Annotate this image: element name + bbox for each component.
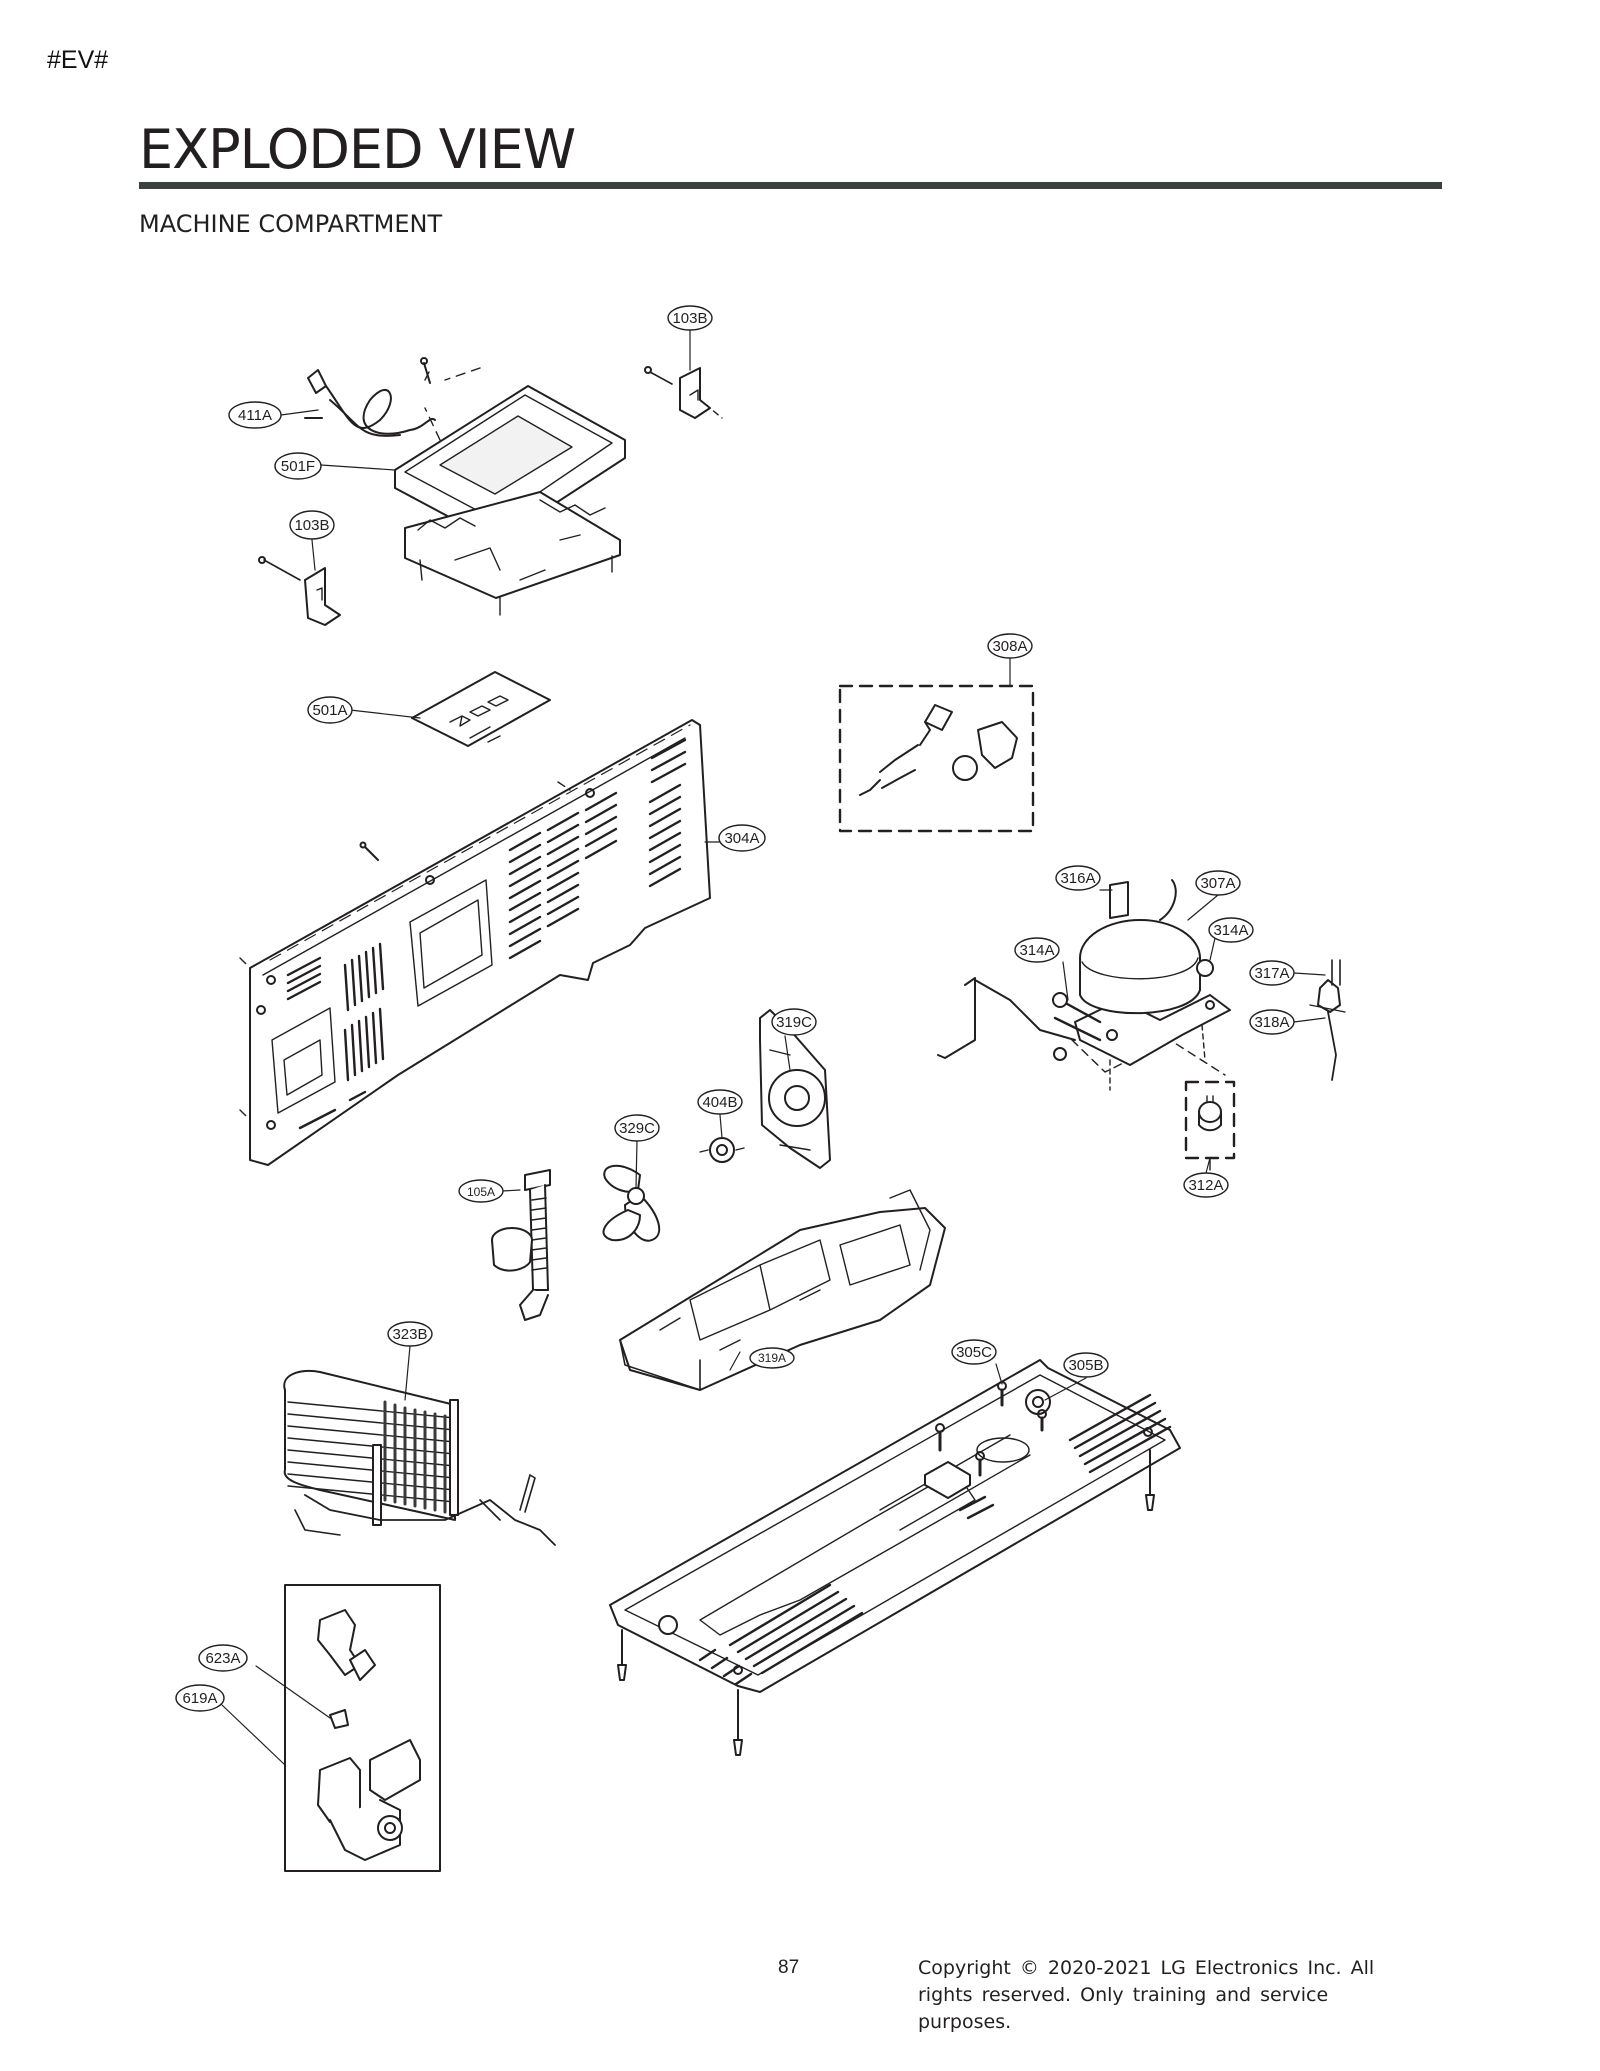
svg-text:404B: 404B — [702, 1094, 737, 1111]
svg-text:317A: 317A — [1254, 965, 1289, 982]
callout: 623A — [198, 1644, 248, 1672]
svg-text:312A: 312A — [1188, 1177, 1223, 1194]
callout: 411A — [228, 401, 282, 429]
svg-text:501F: 501F — [281, 458, 315, 475]
callout: 329C — [614, 1114, 660, 1142]
svg-text:103B: 103B — [672, 310, 707, 327]
drain-hose-part — [491, 1169, 551, 1321]
svg-text:623A: 623A — [205, 1650, 240, 1667]
svg-text:305B: 305B — [1068, 1357, 1103, 1374]
overload-protector-part — [1309, 959, 1346, 1081]
callout: 501A — [307, 696, 353, 724]
svg-text:319C: 319C — [776, 1014, 812, 1031]
callout: 319C — [771, 1008, 817, 1036]
callout: 307A — [1195, 870, 1241, 896]
page-title: EXPLODED VIEW — [139, 118, 576, 181]
callout: 305C — [951, 1339, 997, 1365]
callout: 501F — [274, 452, 322, 480]
svg-text:308A: 308A — [992, 638, 1027, 655]
copyright-notice: Copyright © 2020-2021 LG Electronics Inc… — [918, 1957, 1375, 2033]
svg-text:411A: 411A — [238, 407, 272, 424]
fan-motor-part — [699, 1137, 745, 1163]
callout: 317A — [1249, 960, 1295, 986]
svg-text:304A: 304A — [724, 830, 759, 847]
callout: 318A — [1249, 1009, 1295, 1035]
title-rule — [139, 182, 1442, 189]
callout: 314A — [1014, 937, 1060, 963]
svg-text:307A: 307A — [1200, 875, 1235, 892]
section-subtitle: MACHINE COMPARTMENT — [139, 210, 443, 238]
callout: 103B — [667, 305, 713, 331]
svg-text:305C: 305C — [956, 1344, 992, 1361]
callout: 619A — [175, 1684, 225, 1712]
relay-kit-part — [838, 684, 1035, 833]
bracket-upper-part — [644, 366, 723, 419]
rear-panel-part — [239, 719, 711, 1166]
base-plate-part — [609, 1359, 1181, 1756]
svg-text:323B: 323B — [392, 1326, 427, 1343]
svg-text:316A: 316A — [1060, 870, 1095, 887]
svg-text:314A: 314A — [1019, 942, 1054, 959]
compressor-part — [937, 879, 1231, 1091]
callout: 319A — [749, 1347, 795, 1369]
machine-tray-part — [619, 1189, 946, 1391]
callout: 316A — [1055, 865, 1101, 891]
callout: 105A — [458, 1179, 504, 1203]
svg-text:103B: 103B — [294, 517, 329, 534]
callout: 305B — [1063, 1352, 1109, 1378]
control-box-base-part — [404, 491, 621, 616]
water-valve-kit-part — [284, 1584, 441, 1872]
insulation-pad-part — [411, 671, 551, 747]
svg-text:329C: 329C — [619, 1120, 655, 1137]
svg-text:501A: 501A — [312, 702, 347, 719]
control-box-cover-part — [394, 385, 626, 543]
svg-text:319A: 319A — [758, 1351, 786, 1365]
svg-text:619A: 619A — [182, 1690, 217, 1707]
svg-text:105A: 105A — [467, 1185, 495, 1199]
bracket-lower-part — [258, 556, 341, 626]
callout: 304A — [718, 824, 766, 852]
power-cord-part — [304, 369, 436, 437]
page-number: 87 — [778, 1957, 800, 1978]
callout: 314A — [1208, 917, 1254, 943]
callout: 404B — [697, 1089, 743, 1115]
grommet-kit-part — [1184, 1080, 1236, 1171]
svg-text:318A: 318A — [1254, 1014, 1289, 1031]
callout: 312A — [1183, 1172, 1229, 1198]
fan-blade-part — [602, 1164, 661, 1242]
callout: 103B — [289, 510, 335, 540]
callout: 308A — [987, 633, 1033, 659]
svg-text:314A: 314A — [1213, 922, 1248, 939]
condenser-part — [283, 1370, 556, 1546]
document-tag: #EV# — [47, 46, 109, 74]
callout: 323B — [387, 1321, 433, 1347]
